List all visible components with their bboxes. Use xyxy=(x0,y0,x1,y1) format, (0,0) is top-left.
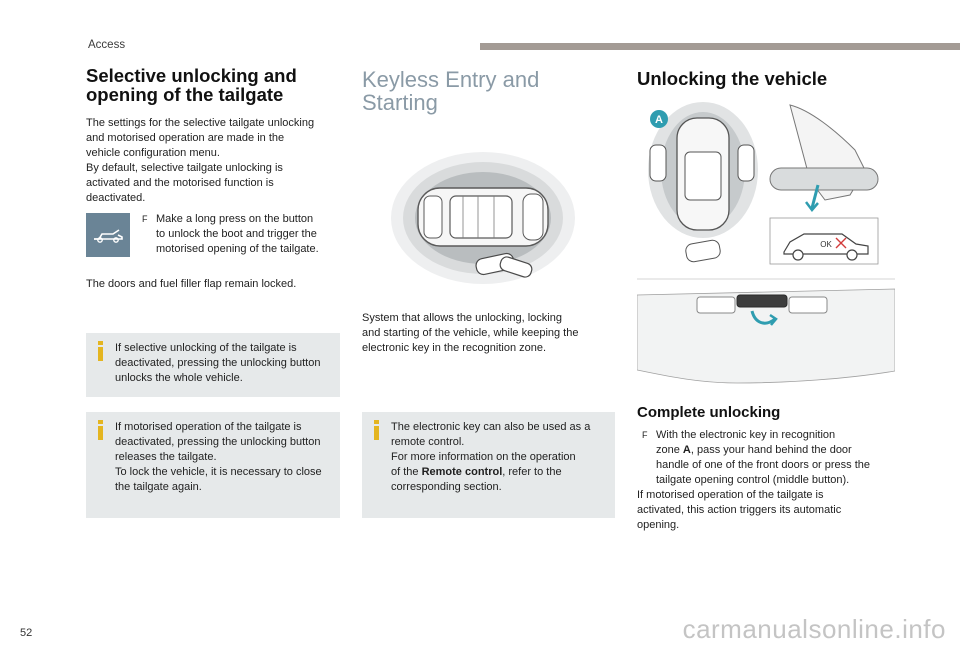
info-icon xyxy=(95,341,107,361)
zone-ref: A xyxy=(682,444,691,456)
info-line: unlocks the whole vehicle. xyxy=(115,372,243,384)
info-line: deactivated, pressing the unlocking butt… xyxy=(115,357,321,369)
bullet-text: zone xyxy=(656,444,683,456)
left-intro-line: By default, selective tailgate unlocking… xyxy=(86,162,283,174)
bullet-text: , pass your hand behind the door xyxy=(690,444,852,456)
right-column: Unlocking the vehicle xyxy=(637,69,892,88)
left-column: Selective unlocking and opening of the t… xyxy=(86,66,341,206)
desc-line: and starting of the vehicle, while keepi… xyxy=(362,327,579,339)
left-bullet-line: motorised opening of the tailgate. xyxy=(156,243,319,255)
info-line: of the Remote control, refer to the xyxy=(391,465,607,480)
tailgate-control-illustration xyxy=(637,278,895,384)
left-intro-line: and motorised operation are made in the xyxy=(86,132,285,144)
info-icon xyxy=(371,420,383,440)
middle-title-line1: Keyless Entry and xyxy=(362,67,540,92)
zone-a-label: A xyxy=(655,114,663,126)
desc-line: electronic key in the recognition zone. xyxy=(362,342,547,354)
left-title-line1: Selective unlocking and xyxy=(86,65,297,86)
info-line: For more information on the operation xyxy=(391,451,576,463)
info-icon xyxy=(95,420,107,440)
left-bullet: F Make a long press on the button to unl… xyxy=(137,212,347,257)
car-tailgate-icon xyxy=(94,229,123,243)
info-line: If selective unlocking of the tailgate i… xyxy=(115,342,297,354)
watermark: carmanualsonline.info xyxy=(682,614,946,644)
keyless-zone-illustration xyxy=(391,152,575,284)
section-label: Access xyxy=(88,39,126,51)
keyless-description: System that allows the unlocking, lockin… xyxy=(362,311,578,356)
page-number: 52 xyxy=(20,627,33,639)
left-title: Selective unlocking and opening of the t… xyxy=(86,66,341,104)
complete-unlocking-title: Complete unlocking xyxy=(637,404,781,421)
middle-column: Keyless Entry and Starting xyxy=(362,68,617,114)
info-line: If motorised operation of the tailgate i… xyxy=(115,421,302,433)
remote-control-ref: Remote control xyxy=(421,466,503,478)
left-intro: The settings for the selective tailgate … xyxy=(86,116,341,206)
bullet-arrow-icon: F xyxy=(642,430,648,440)
info-line: the tailgate again. xyxy=(115,481,202,493)
bullet-line: zone A, pass your hand behind the door xyxy=(656,443,899,458)
info-box-remote: The electronic key can also be used as a… xyxy=(362,412,615,518)
left-intro-line: activated and the motorised function is xyxy=(86,177,274,189)
info-line: corresponding section. xyxy=(391,481,502,493)
after-line: opening. xyxy=(637,519,680,531)
unlocking-illustration: A OK xyxy=(648,102,879,265)
info-line: deactivated, pressing the unlocking butt… xyxy=(115,436,321,448)
left-bullet-line: Make a long press on the button xyxy=(156,213,314,225)
left-intro-line: deactivated. xyxy=(86,192,146,204)
bullet-arrow-icon: F xyxy=(142,214,148,224)
info-box-selective: If selective unlocking of the tailgate i… xyxy=(86,333,340,397)
header-bar xyxy=(480,43,960,50)
left-intro-line: vehicle configuration menu. xyxy=(86,147,220,159)
bullet-line: tailgate opening control (middle button)… xyxy=(656,474,850,486)
after-line: If motorised operation of the tailgate i… xyxy=(637,489,824,501)
zone-a-badge xyxy=(650,110,668,128)
middle-title: Keyless Entry and Starting xyxy=(362,68,617,114)
info-line: The electronic key can also be used as a xyxy=(391,421,591,433)
right-title: Unlocking the vehicle xyxy=(637,68,828,89)
ok-label: OK xyxy=(820,240,832,249)
after-line: activated, this action triggers its auto… xyxy=(637,504,842,516)
right-bullet: F With the electronic key in recognition… xyxy=(637,428,899,488)
info-line: releases the tailgate. xyxy=(115,451,217,463)
info-line: To lock the vehicle, it is necessary to … xyxy=(115,466,322,478)
left-bullet-line: to unlock the boot and trigger the xyxy=(156,228,317,240)
info-box-motorised: If motorised operation of the tailgate i… xyxy=(86,412,340,518)
doors-text: The doors and fuel filler flap remain lo… xyxy=(86,278,297,290)
bullet-line: With the electronic key in recognition xyxy=(656,429,836,441)
info-text: , refer to the xyxy=(502,466,562,478)
left-title-line2: opening of the tailgate xyxy=(86,84,284,105)
middle-title-line2: Starting xyxy=(362,90,438,115)
desc-line: System that allows the unlocking, lockin… xyxy=(362,312,562,324)
bullet-line: handle of one of the front doors or pres… xyxy=(656,459,871,471)
tailgate-button-icon xyxy=(86,213,130,257)
right-after-text: If motorised operation of the tailgate i… xyxy=(637,488,841,533)
info-line: remote control. xyxy=(391,436,465,448)
info-text: of the xyxy=(391,466,422,478)
left-intro-line: The settings for the selective tailgate … xyxy=(86,117,315,129)
